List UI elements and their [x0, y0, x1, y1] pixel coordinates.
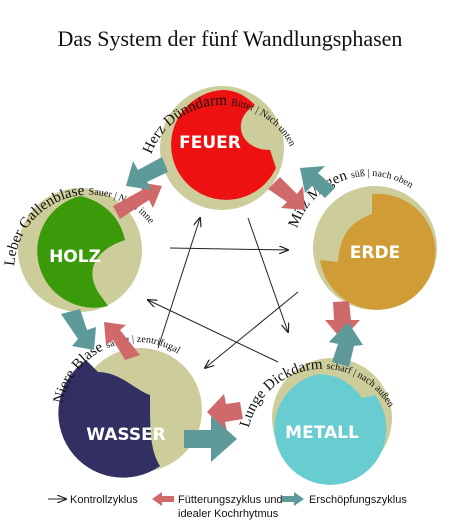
control-line-wasser-feuer: [157, 218, 200, 349]
exhaust-arrow-feuer-holz: [126, 157, 168, 190]
legend-control-label: Kontrollzyklus: [70, 494, 138, 506]
control-cycle: [148, 217, 299, 368]
control-line-metall-holz: [148, 300, 279, 363]
feuer-label: FEUER: [179, 133, 241, 153]
phase-holz: HOLZ: [18, 188, 142, 312]
exhaust-arrow-holz-wasser: [61, 309, 96, 350]
legend: Kontrollzyklus Fütterungszyklus und idea…: [48, 492, 407, 520]
exhaust-arrow-erde-feuer: [300, 166, 335, 198]
erde-label: ERDE: [350, 243, 400, 263]
control-line-holz-erde: [169, 248, 288, 250]
legend-feeding-label-line1: Fütterungszyklus und: [178, 494, 283, 506]
exhaustion-cycle: [61, 157, 363, 462]
feeding-cycle: [104, 177, 360, 431]
legend-exhaustion-arrow: [282, 492, 304, 506]
legend-feeding: Fütterungszyklus und idealer Kochrhytmus: [152, 492, 283, 520]
exhaust-arrow-metall-erde: [329, 322, 363, 367]
control-line-feuer-metall: [247, 217, 288, 332]
phase-wasser: WASSER: [58, 348, 202, 478]
legend-exhaustion: Erschöpfungszyklus: [282, 492, 407, 506]
holz-label: HOLZ: [49, 247, 101, 267]
exhaust-arrow-wasser-metall: [184, 416, 237, 462]
erde-spiral: [320, 193, 436, 310]
phase-erde: ERDE: [313, 186, 437, 310]
diagram-title: Das System der fünf Wandlungsphasen: [58, 26, 403, 51]
control-line-erde-wasser: [205, 291, 299, 368]
phase-metall: METALL: [272, 358, 392, 485]
wasser-spiral: [58, 360, 160, 478]
feuer-spiral: [171, 90, 276, 200]
legend-control: Kontrollzyklus: [48, 494, 138, 506]
feed-arrow-metall-wasser: [207, 394, 243, 431]
holz-spiral: [37, 196, 126, 308]
metall-spiral: [274, 374, 387, 485]
feed-arrow-wasser-holz: [104, 322, 140, 360]
phase-feuer: FEUER: [160, 86, 284, 210]
legend-feeding-label-line2: idealer Kochrhytmus: [178, 508, 279, 520]
feed-arrow-feuer-erde: [268, 177, 305, 210]
metall-label: METALL: [285, 423, 359, 443]
feed-arrow-holz-feuer: [113, 182, 162, 219]
legend-exhaustion-label: Erschöpfungszyklus: [309, 494, 407, 506]
wasser-label: WASSER: [86, 425, 166, 445]
feed-arrow-erde-metall: [325, 301, 360, 340]
legend-feeding-arrow: [152, 492, 174, 506]
